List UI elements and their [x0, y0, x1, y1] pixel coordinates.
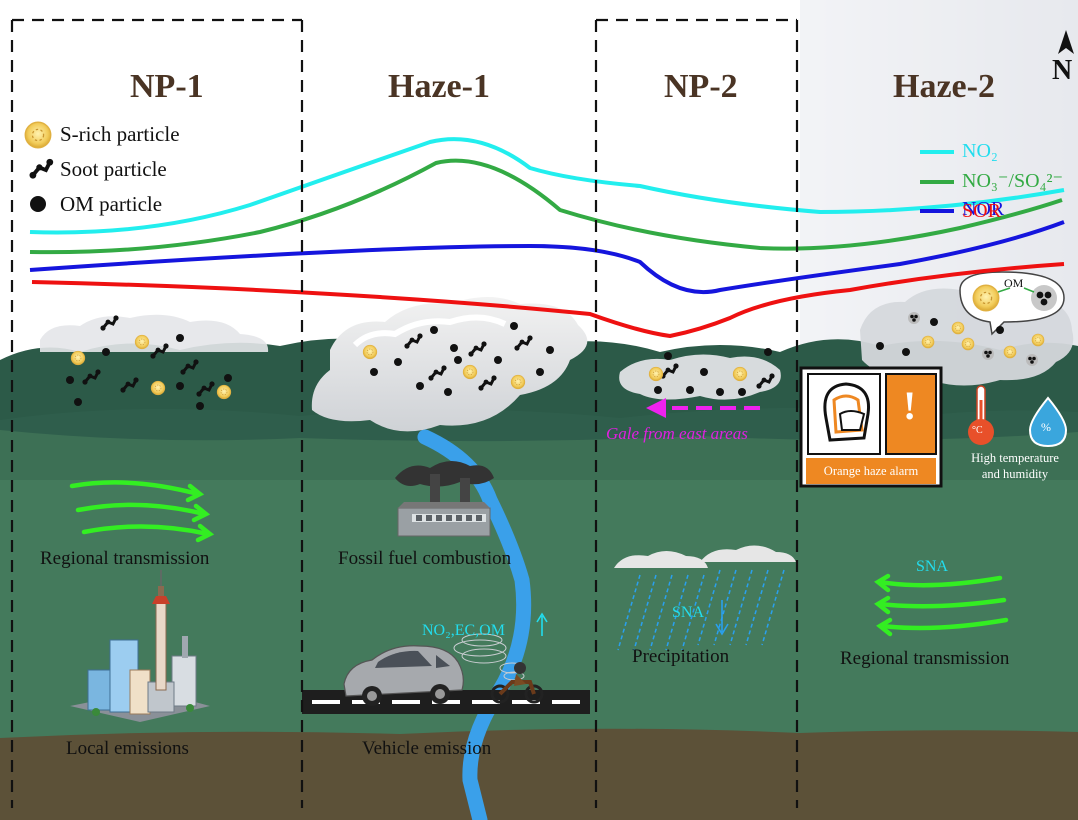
- legend-s-rich: S-rich particle: [60, 122, 180, 146]
- period-label-np2: NP-2: [664, 68, 738, 105]
- ground: [0, 728, 1078, 820]
- period-label-haze1: Haze-1: [388, 68, 490, 105]
- cloud-np2: [619, 354, 781, 400]
- exhaust-swirls: [453, 633, 525, 681]
- particles-haze1: [362, 322, 554, 396]
- caption-precip-sna: SNA: [672, 604, 705, 621]
- north-arrow-icon: [1058, 30, 1074, 54]
- period-label-np1: NP-1: [130, 68, 204, 105]
- rain-cloud-1: [614, 551, 708, 568]
- line-nor: [29, 220, 1065, 295]
- legend-line-markers: [920, 150, 954, 213]
- rain-cloud-2: [700, 545, 796, 562]
- rain-streaks: [617, 569, 785, 651]
- line-no2: [29, 137, 1065, 235]
- caption-vehicle-chem: NO₂,EC,OM: [422, 622, 505, 639]
- line-no3-so4: [29, 158, 1063, 255]
- caption-alarm: Orange haze alarm: [823, 464, 919, 478]
- legend-soot: Soot particle: [60, 157, 167, 181]
- legend-no3-so4: NO₃⁻/SO₄²⁻: [962, 170, 1064, 192]
- haze-alarm-box: [799, 366, 943, 488]
- period-dividers: [10, 18, 799, 808]
- period-label-haze2: Haze-2: [893, 68, 995, 105]
- regional-transmission-arrows-right: [874, 573, 1009, 637]
- north-label: N: [1052, 55, 1073, 86]
- caption-regional-transmission-right: Regional transmission: [840, 648, 1010, 669]
- alarm-exclamation-icon: !: [903, 383, 917, 428]
- line-sor: [31, 262, 1065, 339]
- caption-gale: Gale from east areas: [606, 424, 748, 443]
- caption-humidity: and humidity: [981, 467, 1049, 481]
- legend-nor: NOR: [962, 198, 1005, 220]
- caption-local-emissions: Local emissions: [66, 738, 189, 759]
- particles-np2: [648, 348, 777, 396]
- water-drop-icon: [1028, 396, 1068, 448]
- om-bubble-label: OM: [1004, 276, 1024, 290]
- thermometer-icon: [968, 385, 994, 445]
- temp-symbol: °C: [972, 425, 983, 436]
- city-icon: [70, 570, 210, 722]
- om-speech-bubble: [959, 271, 1065, 336]
- gale-arrow: [646, 398, 760, 418]
- caption-high-temp: High temperature: [971, 451, 1059, 465]
- humidity-symbol: %: [1041, 420, 1051, 434]
- particles-np1: [66, 313, 232, 410]
- caption-vehicle-emission: Vehicle emission: [362, 738, 492, 759]
- cloud-np1: [40, 314, 269, 352]
- caption-regional-transmission-left: Regional transmission: [40, 548, 210, 569]
- om-particle-icon: [30, 196, 46, 212]
- motorbike-icon: [490, 662, 544, 704]
- particles-haze2: [876, 312, 1045, 366]
- caption-precipitation: Precipitation: [632, 646, 730, 667]
- s-rich-particle-icon: [24, 121, 52, 149]
- legend-no2: NO₂: [962, 140, 998, 162]
- car-icon: [343, 645, 464, 706]
- caption-fossil-fuel: Fossil fuel combustion: [338, 548, 512, 569]
- factory-icon: [395, 460, 494, 537]
- legend-sor: SOR: [962, 200, 1001, 222]
- caption-sna-right: SNA: [916, 558, 949, 575]
- legend-om: OM particle: [60, 192, 163, 216]
- regional-transmission-arrows-left: [69, 480, 215, 543]
